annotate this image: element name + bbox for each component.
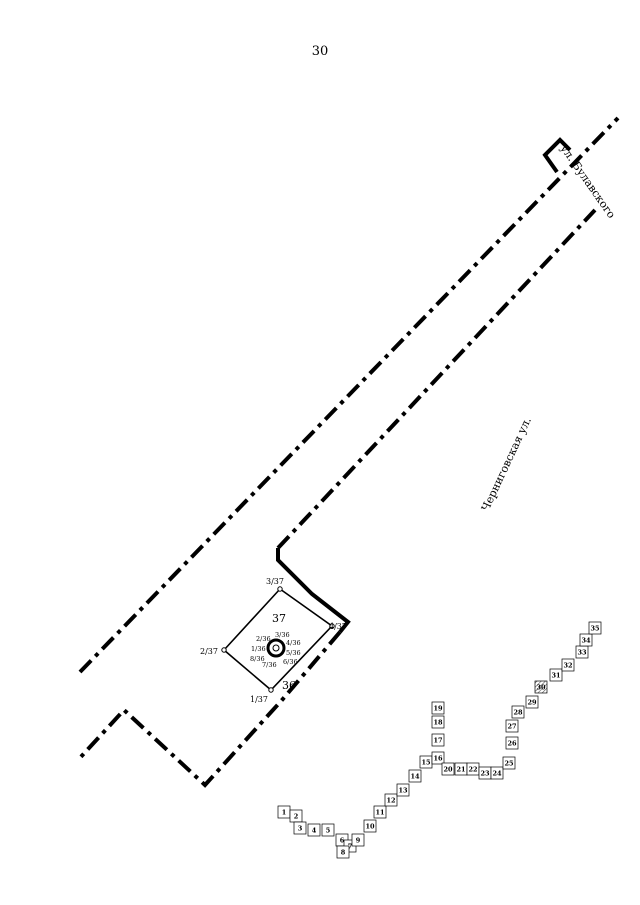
street-label-chernigovskaya: Черниговская ул. xyxy=(479,415,534,513)
street-boundary-lower-2 xyxy=(76,630,342,788)
trench-cell-18 xyxy=(431,715,445,729)
trench-cell-25 xyxy=(502,756,516,770)
point-4-37 xyxy=(329,623,335,629)
trench-cell-24 xyxy=(490,766,504,780)
plot-small-number: 36 xyxy=(282,679,296,692)
trench-cell-label: 12 xyxy=(386,797,395,805)
trench-cell-35 xyxy=(588,621,602,635)
trench-cell-27 xyxy=(505,719,519,733)
well-36-inner xyxy=(272,644,280,652)
trench-cell-12 xyxy=(384,793,398,807)
street-label-bulavsky: ул. Булавского xyxy=(558,142,619,221)
trench-cell-label: 18 xyxy=(433,719,443,727)
trench-cell-19 xyxy=(431,701,445,715)
trench-cell-4 xyxy=(307,823,321,837)
trench-cell-label: 27 xyxy=(507,723,516,731)
street-boundary-lower xyxy=(276,208,597,550)
trench-cell-label: 21 xyxy=(456,766,465,774)
inner-point-1-36: 1/36 xyxy=(251,645,266,653)
trench-cell-14 xyxy=(408,769,422,783)
point-1-37 xyxy=(268,687,274,693)
trench-cell-20 xyxy=(441,762,455,776)
trench-cell-label: 2 xyxy=(294,813,299,821)
trench-cell-label: 28 xyxy=(513,709,523,717)
trench-cell-label: 9 xyxy=(356,837,361,845)
trench-cell-label: 8 xyxy=(341,849,346,857)
trench-cell-3 xyxy=(293,821,307,835)
trench-cell-label: 31 xyxy=(551,672,560,680)
trench-cell-label: 5 xyxy=(326,827,331,835)
trench-cell-label: 4 xyxy=(312,827,317,835)
page-number: 30 xyxy=(311,44,329,59)
point-2-37 xyxy=(221,647,227,653)
inner-point-5-36: 5/36 xyxy=(286,649,301,657)
trench-cell-31 xyxy=(549,668,563,682)
point-label-3-37: 3/37 xyxy=(266,577,284,586)
point-label-4-37: 4/37 xyxy=(329,622,347,631)
trench-cell-26 xyxy=(505,736,519,750)
trench-cell-label: 14 xyxy=(410,773,420,781)
trench-cell-label: 15 xyxy=(421,759,431,767)
trench-cell-28 xyxy=(511,705,525,719)
trench-cell-30 xyxy=(534,680,548,694)
trench-cell-label: 22 xyxy=(468,766,477,774)
trench-cell-label: 16 xyxy=(433,755,443,763)
trench-cell-label: 25 xyxy=(504,760,514,768)
plot-number: 37 xyxy=(272,612,286,625)
trench-cell-label: 24 xyxy=(492,770,502,778)
trench-cell-10 xyxy=(363,819,377,833)
inner-point-8-36: 8/36 xyxy=(250,655,265,663)
point-3-37 xyxy=(277,586,283,592)
trench-cell-label: 10 xyxy=(365,823,375,831)
trench-cell-label: 33 xyxy=(577,649,587,657)
trench-cell-9 xyxy=(351,833,365,847)
trench-cell-29 xyxy=(525,695,539,709)
trench-cell-17 xyxy=(431,733,445,747)
trench-cell-label: 13 xyxy=(398,787,408,795)
trench-cell-label: 1 xyxy=(282,809,287,817)
trench-cell-label: 34 xyxy=(581,637,591,645)
trench-cell-label: 17 xyxy=(433,737,442,745)
trench-cell-11 xyxy=(373,805,387,819)
plot-boundary-step xyxy=(276,548,351,634)
trench-cell-label: 23 xyxy=(480,770,490,778)
inner-point-2-36: 2/36 xyxy=(256,635,271,643)
inner-point-4-36: 4/36 xyxy=(286,639,301,647)
trench-cell-16 xyxy=(431,751,445,765)
trench-cell-34 xyxy=(579,633,593,647)
point-label-1-37: 1/37 xyxy=(250,695,268,704)
trench-cell-label: 3 xyxy=(298,825,303,833)
trench-cell-5 xyxy=(321,823,335,837)
street-boundary-upper xyxy=(78,116,620,674)
trench-cell-label: 26 xyxy=(507,740,517,748)
bulavsky-corner xyxy=(542,137,572,174)
point-label-2-37: 2/37 xyxy=(200,647,218,656)
trench-cell-label: 20 xyxy=(443,766,453,774)
trench-cell-label: 35 xyxy=(590,625,600,633)
inner-point-7-36: 7/36 xyxy=(262,661,277,669)
trench-cell-label: 30 xyxy=(536,684,546,692)
trench-cell-label: 19 xyxy=(433,705,443,713)
trench-cell-13 xyxy=(396,783,410,797)
trench-cell-label: 11 xyxy=(375,809,384,817)
well-36-outer xyxy=(266,638,286,658)
trench-cell-label: 29 xyxy=(527,699,537,707)
inner-point-6-36: 6/36 xyxy=(283,658,298,666)
trench-cell-label: 6 xyxy=(340,837,345,845)
trench-cell-label: 32 xyxy=(563,662,572,670)
trench-cell-8 xyxy=(336,845,350,859)
inner-point-3-36: 3/36 xyxy=(275,631,290,639)
trench-cell-32 xyxy=(561,658,575,672)
trench-cell-label: 7 xyxy=(348,843,353,851)
